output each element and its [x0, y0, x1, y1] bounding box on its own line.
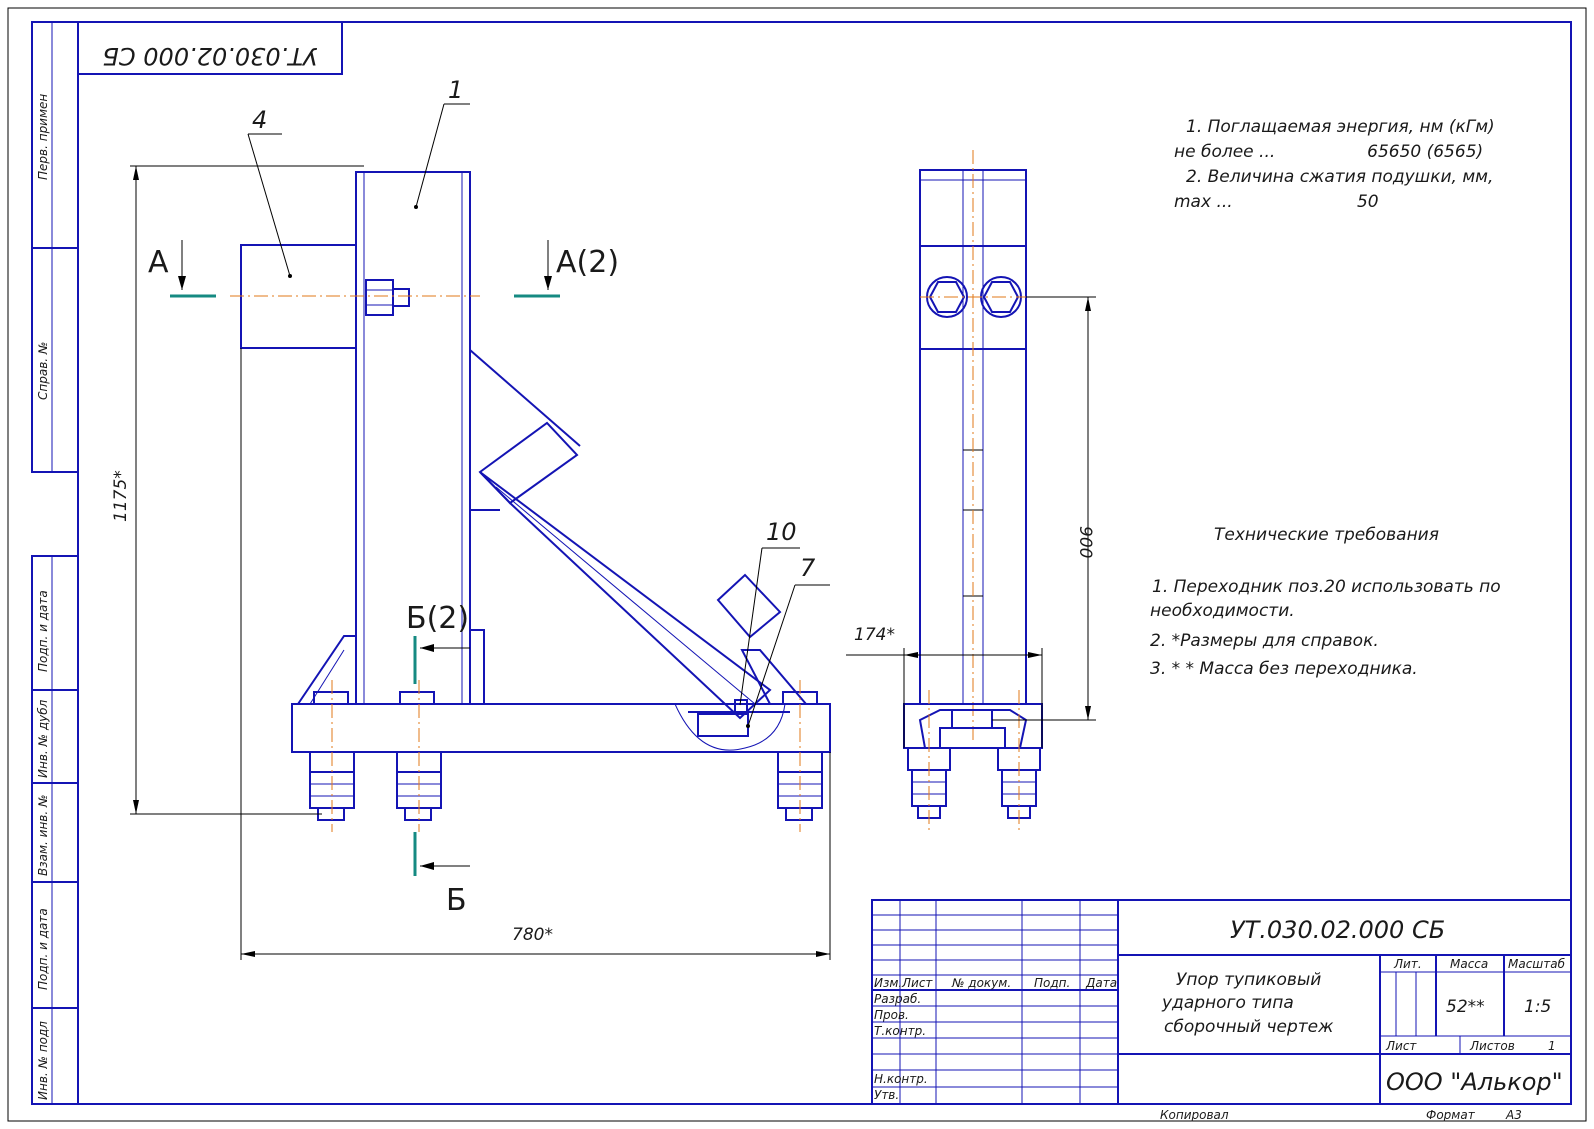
- footer-format-value: А3: [1505, 1108, 1522, 1122]
- dim-base-width: 174*: [854, 625, 895, 645]
- tb-lit-label: Лит.: [1393, 957, 1422, 971]
- tb-role-tkontr: Т.контр.: [874, 1024, 926, 1038]
- tb-scale-label: Масштаб: [1508, 957, 1566, 971]
- tb-sheet-label: Лист: [1385, 1039, 1417, 1053]
- margin-label-vzam-inv: Взам. инв. №: [36, 795, 50, 876]
- tb-role-utv: Утв.: [874, 1088, 899, 1102]
- top-code-box: УТ.030.02.000 СБ: [77, 21, 343, 75]
- tb-role-nkontr: Н.контр.: [874, 1072, 928, 1086]
- sheet-footer: Копировал Формат А3: [1160, 1108, 1522, 1122]
- front-dimensions: 1175* 780*: [111, 165, 831, 960]
- tb-header-date: Дата: [1085, 976, 1117, 990]
- margin-label-podp-data-2: Подп. и дата: [36, 908, 50, 990]
- tech-req-line-3: 2. *Размеры для справок.: [1150, 631, 1379, 651]
- tb-header-list: Лист: [901, 976, 933, 990]
- callout-7: 7: [800, 554, 816, 582]
- tb-mass-value: 52**: [1446, 997, 1485, 1017]
- dim-bolt-height: 900: [1075, 526, 1095, 558]
- tb-role-prov: Пров.: [874, 1008, 909, 1022]
- margin-label-inv-podl: Инв. № подл: [36, 1021, 50, 1100]
- title-block: Изм. Лист № докум. Подп. Дата Разраб. Пр…: [871, 899, 1572, 1105]
- tech-req-line-1: 1. Переходник поз.20 использовать по: [1152, 577, 1501, 597]
- top-code-text: УТ.030.02.000 СБ: [102, 42, 317, 70]
- tb-company: ООО "Алькор": [1386, 1068, 1563, 1096]
- callout-4: 4: [252, 106, 267, 134]
- section-a-left: А: [148, 245, 169, 280]
- section-markers: А А(2) Б(2) Б: [148, 240, 619, 918]
- tech-req-line-2: необходимости.: [1150, 601, 1295, 621]
- tb-name-line-1: Упор тупиковый: [1176, 970, 1321, 990]
- front-view: [230, 171, 831, 832]
- margin-label-podp-data-1: Подп. и дата: [36, 590, 50, 672]
- tb-scale-value: 1:5: [1524, 997, 1551, 1017]
- tb-name-line-2: ударного типа: [1161, 993, 1294, 1013]
- tb-code: УТ.030.02.000 СБ: [1230, 916, 1445, 944]
- tb-role-razrab: Разраб.: [874, 992, 921, 1006]
- left-margin-columns: Перв. примен Справ. № Подп. и дата Инв. …: [31, 21, 79, 1105]
- tb-mass-label: Масса: [1450, 957, 1488, 971]
- tb-sheets-label: Листов: [1469, 1039, 1515, 1053]
- dim-width: 780*: [512, 925, 553, 945]
- footer-format-label: Формат: [1426, 1108, 1476, 1122]
- margin-label-inv-dubl: Инв. № дубл: [36, 699, 50, 778]
- callout-1: 1: [448, 76, 463, 104]
- technical-requirements: Технические требования 1. Переходник поз…: [1150, 525, 1501, 679]
- tb-header-doc: № докум.: [951, 976, 1011, 990]
- spec-line-1: 1. Поглащаемая энергия, нм (кГм): [1186, 117, 1495, 137]
- tb-sheets-value: 1: [1548, 1039, 1556, 1053]
- side-dimensions: 900 174*: [846, 296, 1096, 748]
- tb-header-izm: Изм.: [874, 976, 902, 990]
- spec-line-3: 2. Величина сжатия подушки, мм,: [1186, 167, 1493, 187]
- tb-header-sign: Подп.: [1034, 976, 1070, 990]
- side-view: [903, 150, 1090, 830]
- spec-line-2: не более ... 65650 (6565): [1174, 142, 1483, 162]
- tech-req-line-4: 3. * * Масса без переходника.: [1150, 659, 1418, 679]
- tb-name-line-3: сборочный чертеж: [1164, 1017, 1334, 1037]
- spec-notes: 1. Поглащаемая энергия, нм (кГм) не боле…: [1174, 117, 1495, 212]
- margin-label-perv-primen: Перв. примен: [36, 94, 50, 180]
- section-a2-right: А(2): [556, 245, 619, 280]
- section-b: Б: [446, 883, 467, 918]
- spec-line-4: max ... 50: [1174, 192, 1379, 212]
- footer-copied: Копировал: [1160, 1108, 1229, 1122]
- margin-label-sprav-no: Справ. №: [36, 342, 50, 400]
- section-b2: Б(2): [406, 601, 469, 636]
- front-callouts: 1 4 10 7: [247, 76, 830, 728]
- tech-req-title: Технические требования: [1214, 525, 1439, 545]
- callout-10: 10: [766, 518, 797, 546]
- dim-height: 1175*: [111, 470, 131, 522]
